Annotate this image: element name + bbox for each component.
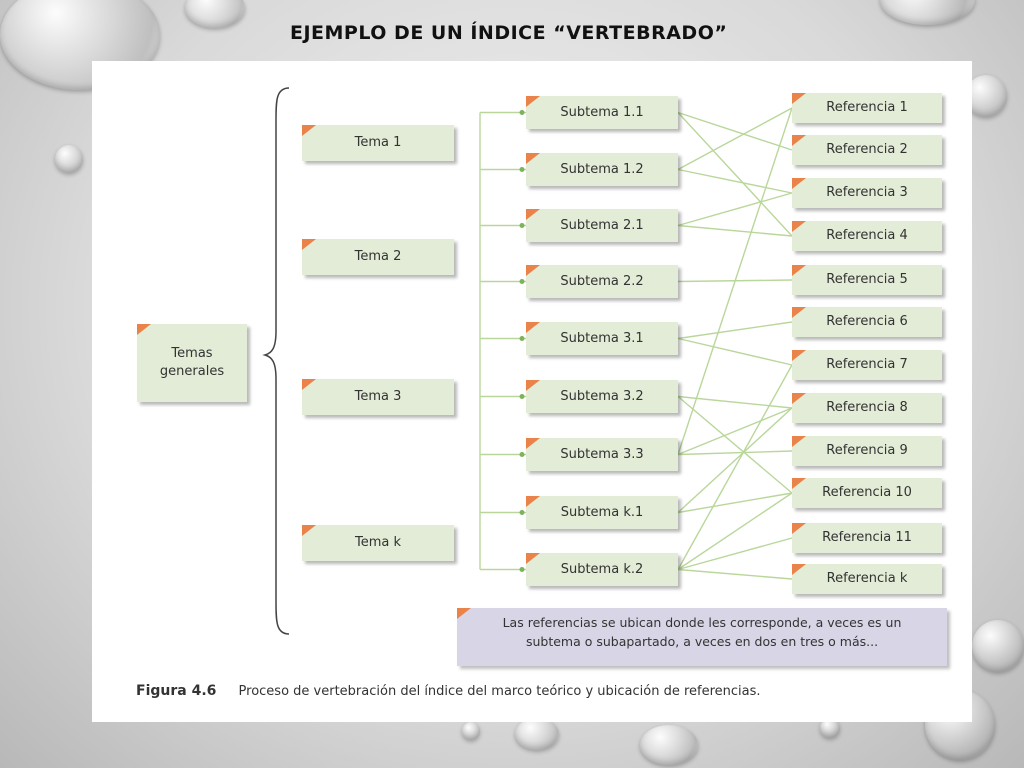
connector-line [677,337,793,366]
connector-dot [519,167,525,172]
connector-dot [519,223,525,228]
referencia-node: Referencia k [792,564,942,594]
connector-line [677,321,793,340]
connector-line [677,168,793,194]
connector-line [677,364,793,570]
subtema-node: Subtema 3.2 [526,380,678,413]
references-note: Las referencias se ubican donde les corr… [457,608,947,666]
connector-dot [519,279,525,284]
connector-dot [519,510,525,515]
water-drop-decoration [185,0,245,28]
water-drop-decoration [640,725,698,765]
referencia-node: Referencia 7 [792,350,942,380]
figure-caption: Figura 4.6 Proceso de vertebración del í… [136,683,761,699]
connector-dot [519,394,525,399]
connector-line [677,192,793,227]
subtema-node: Subtema 1.1 [526,96,678,129]
referencia-node: Referencia 11 [792,523,942,553]
slide-title: EJEMPLO DE UN ÍNDICE “VERTEBRADO” [290,22,728,44]
water-drop-decoration [515,718,559,750]
referencia-node: Referencia 2 [792,135,942,165]
tema-node: Tema 2 [302,239,454,275]
tema-node: Tema 1 [302,125,454,161]
subtema-node: Subtema 3.3 [526,438,678,471]
connector-lines [262,87,793,635]
subtema-node: Subtema k.2 [526,553,678,586]
connector-line [677,407,793,514]
referencia-node: Referencia 8 [792,393,942,423]
diagram-figure: Temas generales Tema 1 Tema 2 Tema 3 Tem… [92,61,972,722]
connector-line [677,492,793,514]
curly-brace [262,87,290,635]
connector-line [677,492,793,571]
connector-line [677,111,793,151]
tema-node: Tema k [302,525,454,561]
referencia-node: Referencia 9 [792,436,942,466]
connector-line [677,107,793,455]
root-node: Temas generales [137,324,247,402]
connector-line [677,395,793,494]
referencia-node: Referencia 10 [792,478,942,508]
subtema-node: Subtema k.1 [526,496,678,529]
referencia-node: Referencia 4 [792,221,942,251]
figure-number: Figura 4.6 [136,683,217,699]
connector-line [677,537,793,571]
water-drop-decoration [880,0,975,25]
subtema-node: Subtema 2.2 [526,265,678,298]
referencia-node: Referencia 5 [792,265,942,295]
subtema-node: Subtema 1.2 [526,153,678,186]
referencia-node: Referencia 1 [792,93,942,123]
connector-dot [519,336,525,341]
figure-caption-text: Proceso de vertebración del índice del m… [238,684,761,699]
connector-line [677,107,793,171]
connector-line [677,407,793,456]
connector-dot [519,452,525,457]
subtema-node: Subtema 3.1 [526,322,678,355]
connector-line [677,568,793,580]
water-drop-decoration [55,145,83,173]
connector-line [677,450,793,456]
connector-dot [519,567,525,572]
referencia-node: Referencia 6 [792,307,942,337]
referencia-node: Referencia 3 [792,178,942,208]
water-drop-decoration [972,620,1024,672]
tema-node: Tema 3 [302,379,454,415]
water-drop-decoration [462,722,480,740]
water-drop-decoration [820,718,840,738]
connector-dot [519,110,525,115]
subtema-node: Subtema 2.1 [526,209,678,242]
water-drop-decoration [965,75,1007,117]
connector-line [677,224,793,237]
connector-line [677,112,793,237]
